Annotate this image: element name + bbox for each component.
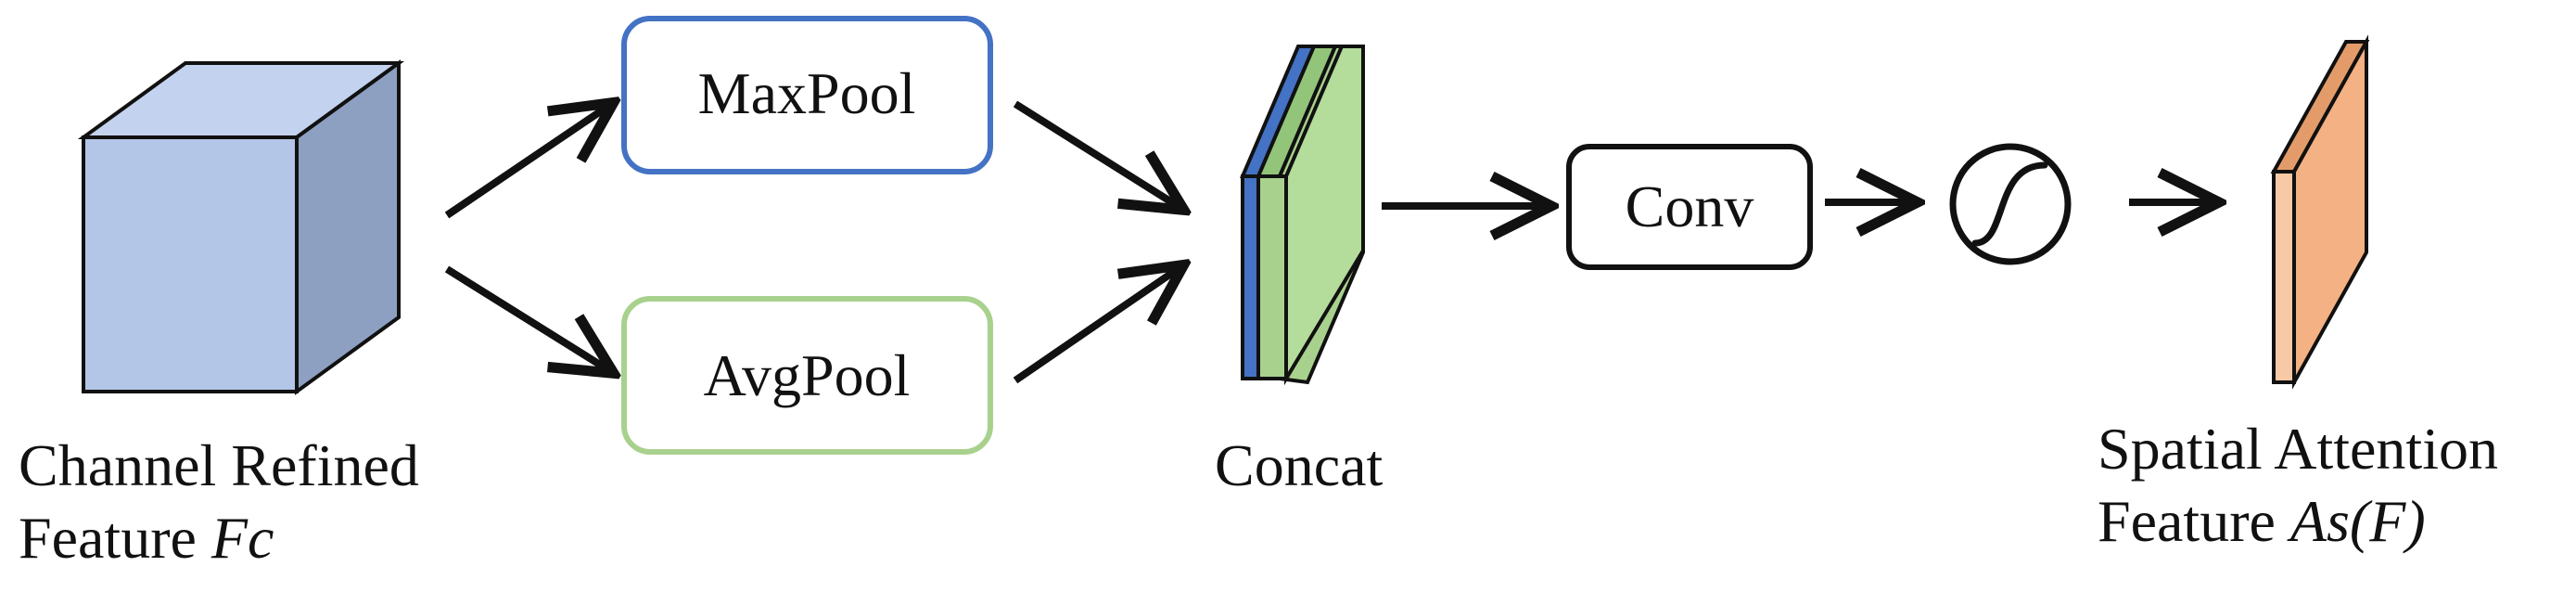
arrow-to-maxpool	[444, 107, 607, 219]
output-feature-label-line2: Feature As(F)	[2098, 492, 2498, 551]
output-front	[2272, 170, 2296, 384]
input-feature-label-prefix: Feature	[19, 505, 211, 571]
output-feature-label-line1: Spatial Attention	[2098, 416, 2498, 482]
arrow-avgpool-to-concat	[1013, 269, 1178, 384]
sigmoid-circle	[1949, 143, 2072, 265]
input-feature-label: Channel Refined Feature Fc	[19, 436, 419, 568]
concat-label: Concat	[1215, 432, 1384, 498]
concat-slab	[1239, 45, 1365, 386]
maxpool-box	[621, 16, 993, 174]
input-feature-label-line1: Channel Refined	[19, 432, 419, 498]
avgpool-label: AvgPool	[704, 342, 911, 408]
output-feature-symbol: As(F)	[2289, 488, 2426, 554]
maxpool-label: MaxPool	[698, 60, 916, 126]
cube-front-face	[82, 135, 299, 393]
input-feature-cube	[77, 59, 405, 395]
arrow-to-avgpool	[444, 265, 607, 369]
concat-green-front	[1256, 174, 1288, 380]
input-feature-label-line2: Feature Fc	[19, 508, 419, 568]
output-feature-label: Spatial Attention Feature As(F)	[2098, 419, 2498, 551]
conv-node: Conv	[1566, 144, 1813, 270]
maxpool-node: MaxPool	[621, 16, 993, 174]
avgpool-box	[621, 296, 993, 455]
avgpool-node: AvgPool	[621, 296, 993, 455]
sigmoid-icon	[1949, 143, 2072, 265]
concat-blue-front	[1241, 174, 1260, 380]
output-feature-slab	[2270, 34, 2370, 390]
conv-label: Conv	[1626, 174, 1754, 239]
concat-green-body	[1284, 45, 1365, 386]
output-feature-label-prefix: Feature	[2098, 488, 2290, 554]
sigmoid-curve	[1971, 161, 2048, 247]
input-feature-symbol: Fc	[210, 505, 274, 571]
conv-box	[1566, 144, 1813, 270]
arrow-maxpool-to-concat	[1013, 100, 1178, 206]
